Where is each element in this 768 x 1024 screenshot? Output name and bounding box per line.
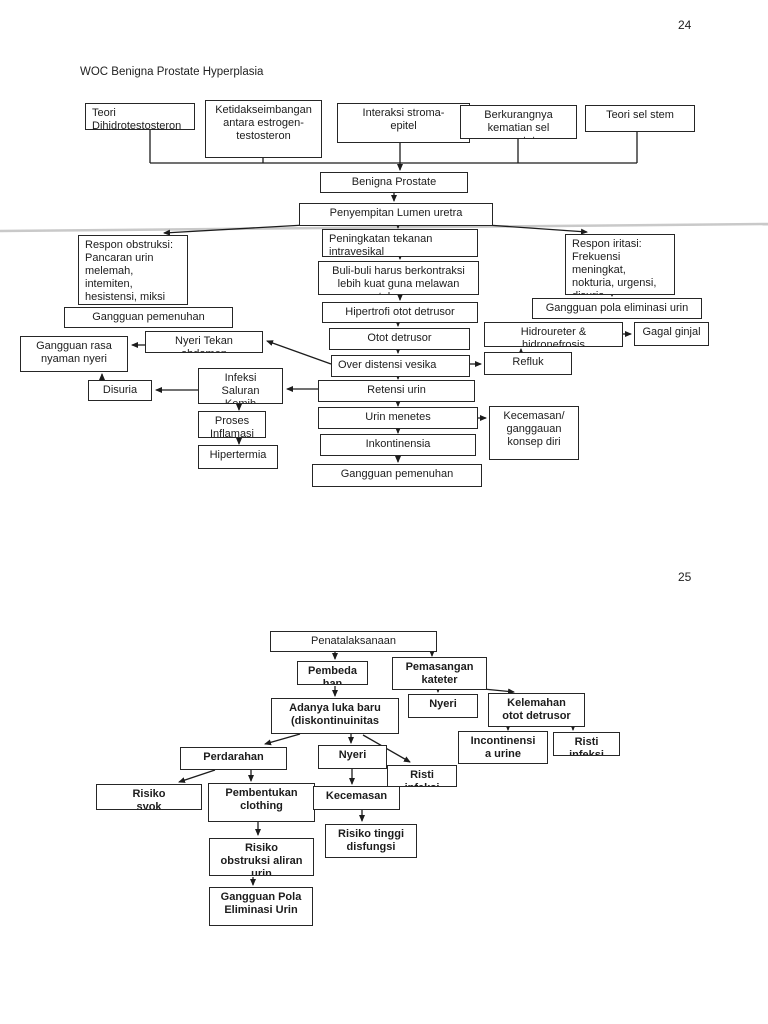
node-benigna-prostate: Benigna Prostate: [320, 172, 468, 193]
node-gangguan-pemenuhan-bawah: Gangguan pemenuhan: [312, 464, 482, 487]
node-pembedahan: Pembeda han: [297, 661, 368, 685]
node-respon-obstruksi: Respon obstruksi: Pancaran urin melemah,…: [78, 235, 188, 305]
node-nyeri-tekan: Nyeri Tekan abdomen: [145, 331, 263, 353]
node-gangguan-pemenuhan-kiri: Gangguan pemenuhan: [64, 307, 233, 328]
node-adanya-luka-baru: Adanya luka baru (diskontinuinitas: [271, 698, 399, 734]
node-ketidakseimbangan: Ketidakseimbangan antara estrogen- testo…: [205, 100, 322, 158]
node-perdarahan: Perdarahan: [180, 747, 287, 770]
page-number-25: 25: [678, 570, 692, 584]
node-inkontinensia: Inkontinensia: [320, 434, 476, 456]
node-hipertrofi-otot-detrusor: Hipertrofi otot detrusor: [322, 302, 478, 323]
node-pemasangan-kateter: Pemasangan kateter: [392, 657, 487, 690]
node-risti-tengah: Risti infeksi: [387, 765, 457, 787]
node-over-distensi-vesika: Over distensi vesika: [331, 355, 470, 377]
node-risiko-tinggi-disfungsi: Risiko tinggi disfungsi: [325, 824, 417, 858]
node-gangguan-rasa-nyaman: Gangguan rasa nyaman nyeri: [20, 336, 128, 372]
node-pembentukan-clothing: Pembentukan clothing: [208, 783, 315, 822]
node-kelemahan-otot-detrusor: Kelemahan otot detrusor: [488, 693, 585, 727]
chart-title: WOC Benigna Prostate Hyperplasia: [80, 66, 264, 78]
node-infeksi-saluran-kemih: Infeksi Saluran Kemih: [198, 368, 283, 404]
node-proses-inflamasi: Proses Inflamasi: [198, 411, 266, 438]
node-nyeri-luka: Nyeri: [318, 745, 387, 769]
node-hipertermia: Hipertermia: [198, 445, 278, 469]
node-penatalaksanaan: Penatalaksanaan: [270, 631, 437, 652]
node-kecemasan: Kecemasan: [313, 786, 400, 810]
node-otot-detrusor: Otot detrusor: [329, 328, 470, 350]
page-number-24: 24: [678, 18, 692, 32]
node-risiko-kiri: Risiko syok: [96, 784, 202, 810]
node-nyeri-kateter: Nyeri: [408, 694, 478, 718]
node-interaksi-stroma: Interaksi stroma- epitel: [337, 103, 470, 143]
node-incontinensi-urine: Incontinensi a urine: [458, 731, 548, 764]
node-urin-menetes: Urin menetes: [318, 407, 478, 429]
node-buli-buli: Buli-buli harus berkontraksi lebih kuat …: [318, 261, 479, 295]
node-refluk: Refluk: [484, 352, 572, 375]
node-respon-iritasi: Respon iritasi: Frekuensi meningkat, nok…: [565, 234, 675, 295]
node-risiko-obstruksi-aliran: Risiko obstruksi aliran urin: [209, 838, 314, 876]
node-penyempitan-lumen-uretra: Penyempitan Lumen uretra: [299, 203, 493, 226]
node-gagal-ginjal: Gagal ginjal: [634, 322, 709, 346]
node-risti-kanan: Risti infeksi: [553, 732, 620, 756]
node-kecemasan-konsep-diri: Kecemasan/ ganggauan konsep diri: [489, 406, 579, 460]
node-gangguan-pola-eliminasi: Gangguan pola eliminasi urin: [532, 298, 702, 319]
node-hidroureter: Hidroureter & hidronefrosis: [484, 322, 623, 347]
node-peningkatan-tekanan: Peningkatan tekanan intravesikal: [322, 229, 478, 257]
node-teori-sel-stem: Teori sel stem: [585, 105, 695, 132]
node-disuria: Disuria: [88, 380, 152, 401]
node-retensi-urin: Retensi urin: [318, 380, 475, 402]
node-teori-dihidrotestosteron: Teori Dihidrotestosteron: [85, 103, 195, 130]
node-gangguan-pola-eliminasi-urin: Gangguan Pola Eliminasi Urin: [209, 887, 313, 926]
node-berkurangnya-kematian-sel: Berkurangnya kematian sel prostat: [460, 105, 577, 139]
